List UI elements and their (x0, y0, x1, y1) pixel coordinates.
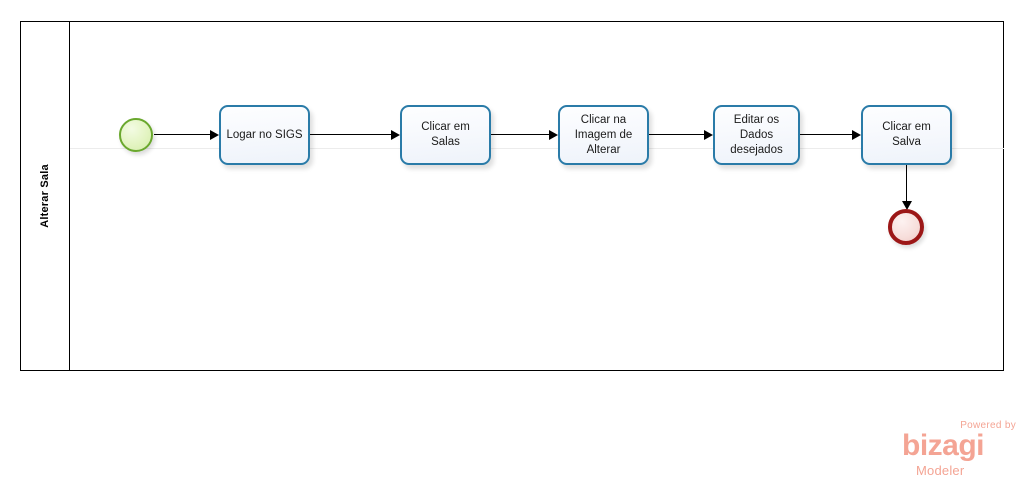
watermark-product-name: Modeler (916, 463, 965, 478)
arrowhead-icon (704, 130, 713, 140)
task-clicar-na-imagem-de-alterar[interactable]: Clicar na Imagem de Alterar (558, 105, 649, 165)
task-logar-no-sigs[interactable]: Logar no SIGS (219, 105, 310, 165)
lane-header: Alterar Sala (20, 21, 70, 371)
arrowhead-icon (902, 201, 912, 210)
arrowhead-icon (852, 130, 861, 140)
bizagi-logo: bizagi (902, 429, 985, 462)
lane-label: Alterar Sala (38, 164, 51, 228)
watermark-powered-by: Powered by (960, 420, 1016, 431)
arrowhead-icon (549, 130, 558, 140)
bizagi-watermark: Powered by bizagi Modeler (900, 420, 1018, 480)
lane-gridline (70, 148, 1004, 149)
sequence-flow-4 (649, 134, 705, 136)
sequence-flow-2 (310, 134, 392, 136)
arrowhead-icon (391, 130, 400, 140)
task-clicar-em-salva[interactable]: Clicar em Salva (861, 105, 952, 165)
sequence-flow-6 (906, 165, 908, 204)
task-clicar-em-salas[interactable]: Clicar em Salas (400, 105, 491, 165)
sequence-flow-1 (154, 134, 211, 136)
sequence-flow-3 (491, 134, 550, 136)
sequence-flow-5 (800, 134, 853, 136)
bpmn-pool (20, 21, 1004, 371)
arrowhead-icon (210, 130, 219, 140)
task-editar-os-dados-desejados[interactable]: Editar os Dados desejados (713, 105, 800, 165)
start-event[interactable] (119, 118, 153, 152)
end-event[interactable] (888, 209, 924, 245)
